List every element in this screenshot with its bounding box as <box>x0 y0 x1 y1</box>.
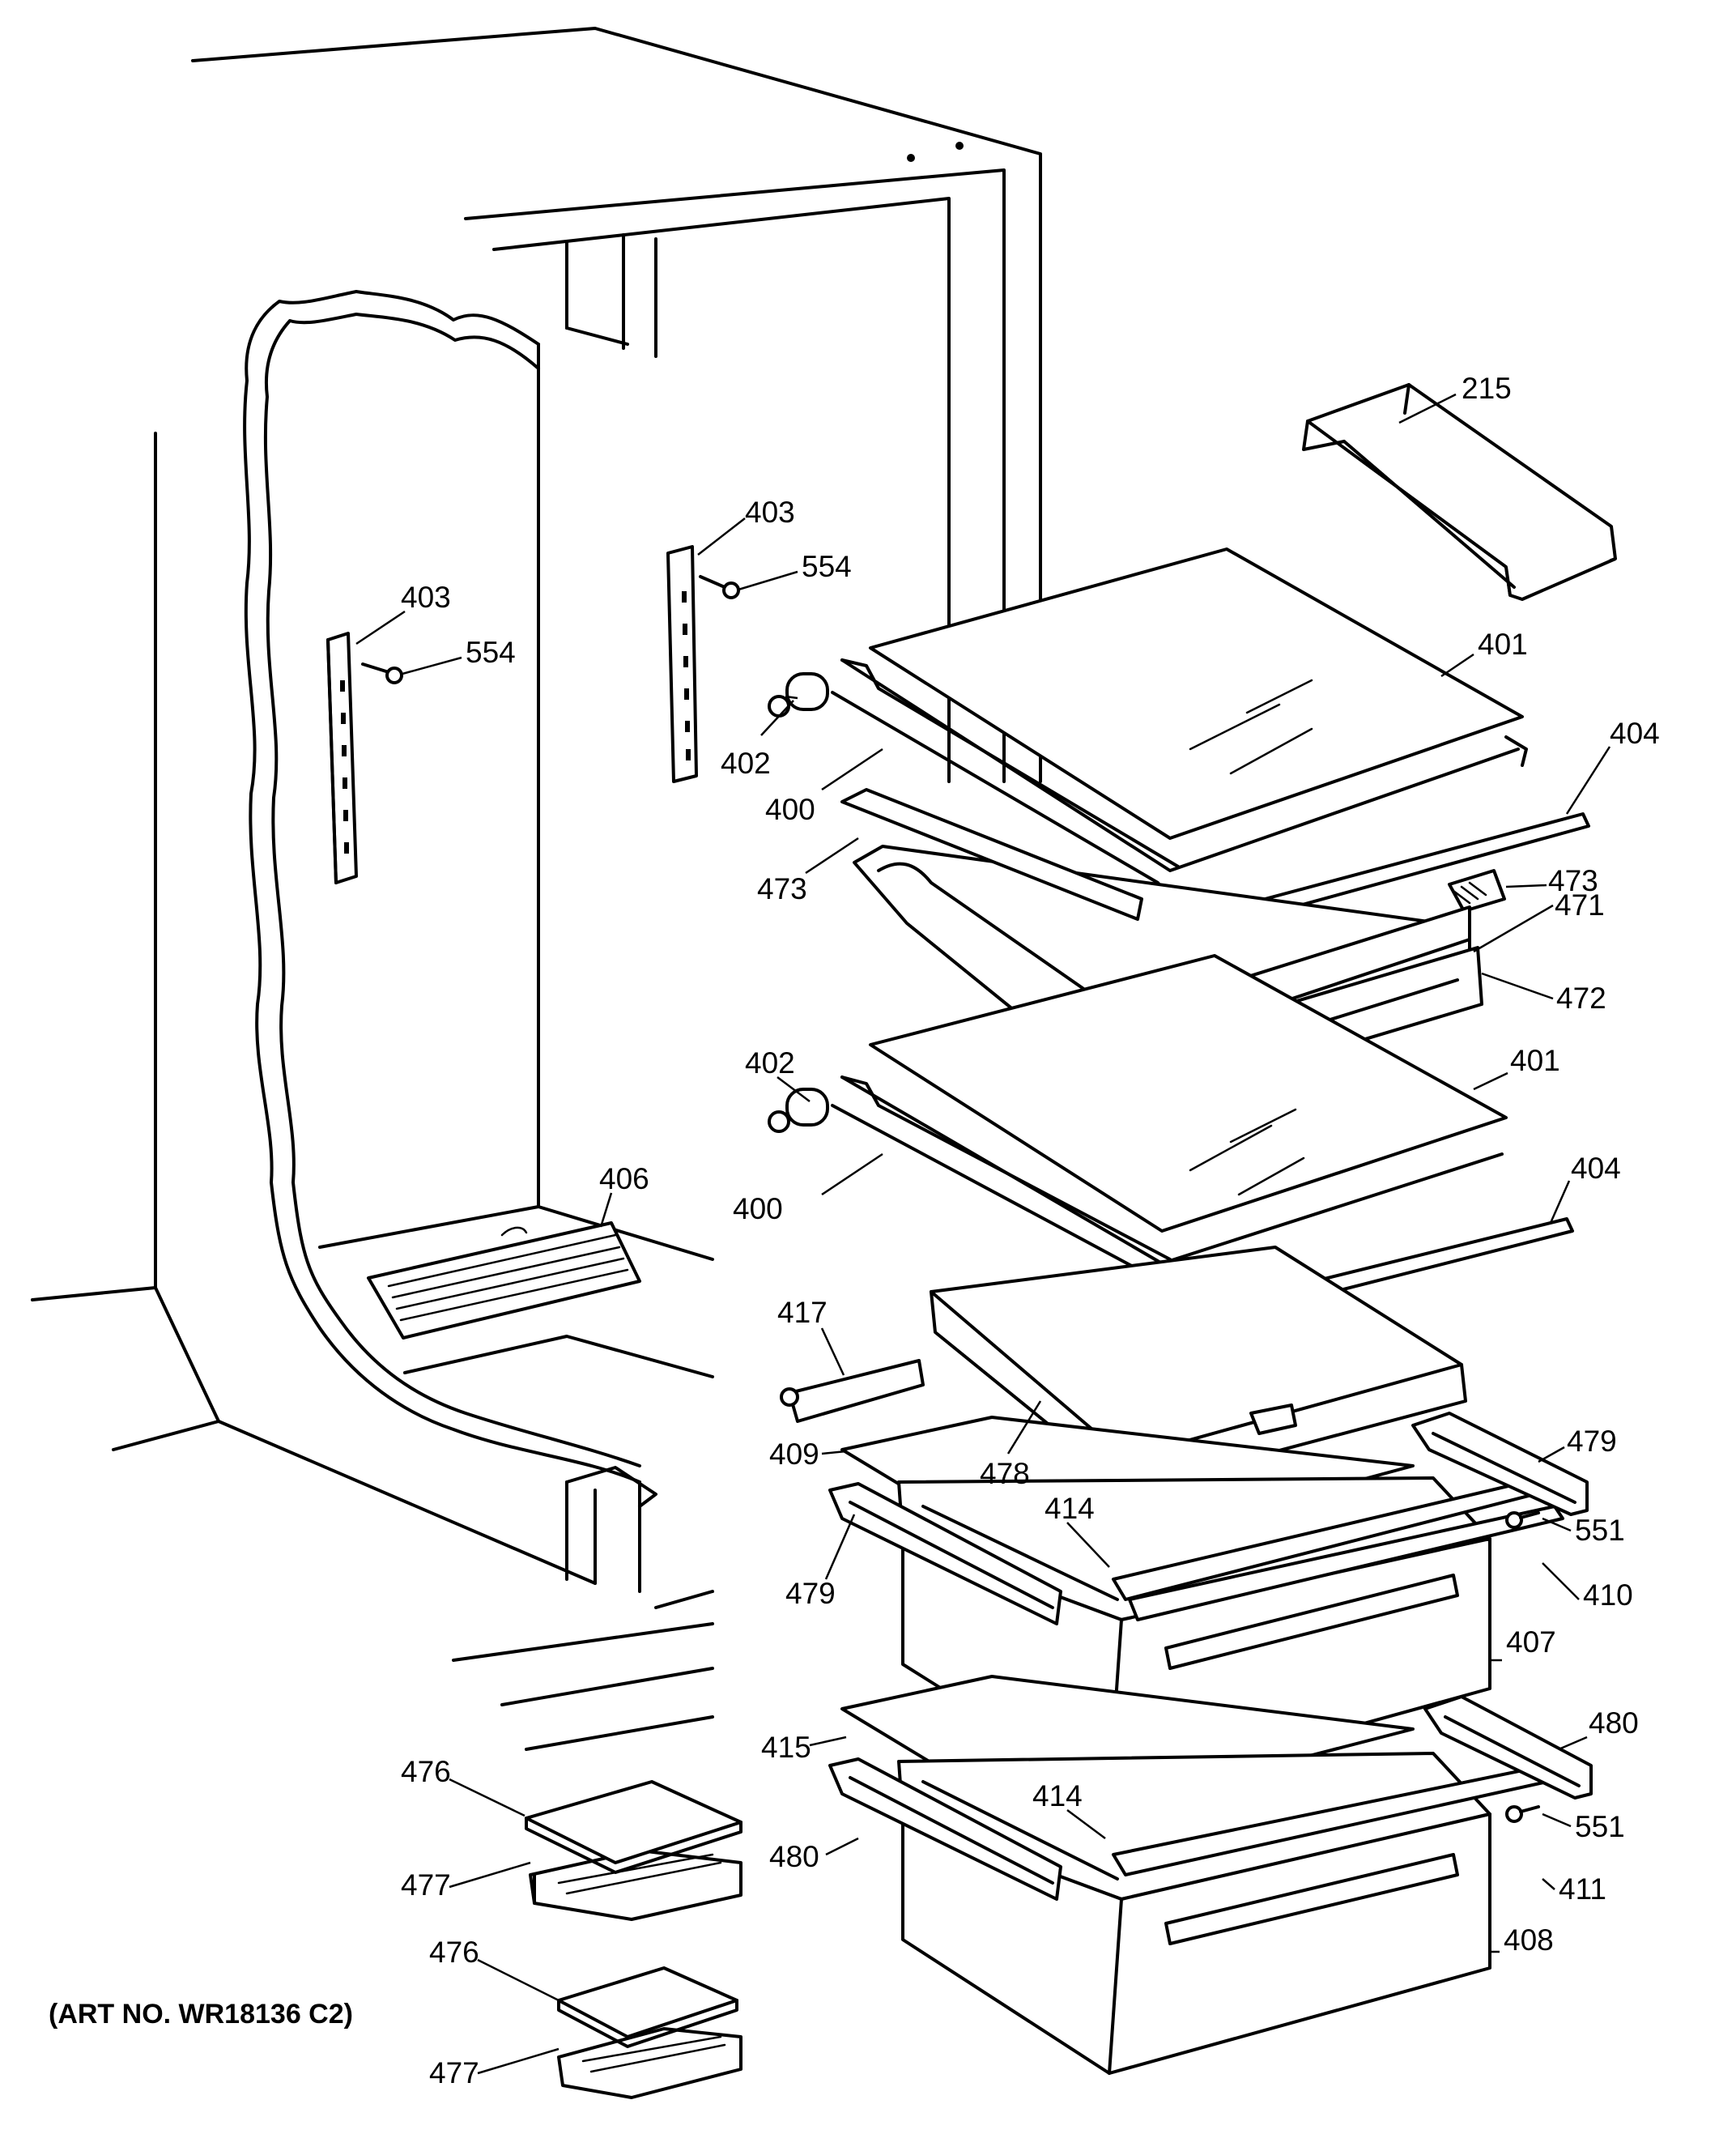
screw-554-right <box>699 575 740 599</box>
callout-403: 403 <box>401 581 451 614</box>
callout-479: 479 <box>1567 1425 1617 1458</box>
callout-411: 411 <box>1559 1872 1606 1906</box>
shelf-ladder-left <box>326 632 358 884</box>
callout-480: 480 <box>769 1840 819 1873</box>
clip-473-right <box>1448 869 1506 913</box>
callout-404: 404 <box>1610 717 1660 750</box>
bin-477-lower <box>557 2027 742 2099</box>
door-bin-215 <box>1302 383 1617 601</box>
callout-476: 476 <box>429 1936 479 1969</box>
leader-lines <box>355 393 1611 2075</box>
callout-554: 554 <box>802 550 852 583</box>
callout-402: 402 <box>721 747 771 780</box>
glide-480-left <box>828 1757 1062 1901</box>
screw-551-upper <box>1505 1511 1540 1529</box>
callout-400: 400 <box>765 793 815 826</box>
callout-478: 478 <box>980 1457 1030 1490</box>
bin-477-upper <box>529 1849 742 1921</box>
callout-417: 417 <box>777 1296 828 1329</box>
callout-401: 401 <box>1510 1044 1560 1077</box>
shelf-ladder-right <box>666 545 698 783</box>
callout-551: 551 <box>1575 1810 1625 1843</box>
callout-414: 414 <box>1032 1779 1083 1812</box>
callout-410: 410 <box>1583 1578 1633 1612</box>
callout-551: 551 <box>1575 1514 1625 1547</box>
callout-477: 477 <box>401 1868 451 1902</box>
air-grille-406 <box>367 1221 641 1340</box>
callout-414: 414 <box>1045 1492 1095 1525</box>
callout-404: 404 <box>1571 1152 1621 1185</box>
drawer-408 <box>897 1752 1556 2075</box>
glide-479-right <box>1411 1412 1589 1516</box>
callout-415: 415 <box>761 1731 811 1764</box>
callout-408: 408 <box>1504 1923 1554 1957</box>
glide-479-left <box>828 1482 1062 1625</box>
screw-551-lower <box>1505 1805 1540 1823</box>
callout-406: 406 <box>599 1162 649 1195</box>
callout-215: 215 <box>1462 372 1512 405</box>
rail-417 <box>780 1359 925 1423</box>
glass-shelf-lower-401 <box>869 954 1508 1233</box>
cabinet-outline <box>31 27 1042 1751</box>
callout-407: 407 <box>1506 1625 1556 1659</box>
cover-476-lower <box>557 1966 738 2048</box>
glass-shelf-upper-401 <box>869 547 1524 840</box>
glide-480-right <box>1423 1695 1593 1800</box>
callout-477: 477 <box>429 2056 479 2089</box>
callout-401: 401 <box>1478 628 1528 661</box>
callout-480: 480 <box>1589 1706 1639 1740</box>
callout-409: 409 <box>769 1438 819 1471</box>
callout-472: 472 <box>1556 982 1606 1015</box>
callout-473: 473 <box>757 872 807 905</box>
cutaway-edge <box>243 290 641 1484</box>
callout-479: 479 <box>785 1577 836 1610</box>
screw-554-left <box>361 662 403 684</box>
callout-402: 402 <box>745 1046 795 1080</box>
callout-471: 471 <box>1555 888 1605 922</box>
callout-labels: 215 403 554 403 554 401 402 400 404 473 … <box>49 372 1660 2089</box>
callout-473: 473 <box>1548 864 1598 897</box>
callout-400: 400 <box>733 1192 783 1225</box>
callout-554: 554 <box>466 636 516 669</box>
callout-476: 476 <box>401 1755 451 1788</box>
art-number: (ART NO. WR18136 C2) <box>49 1999 353 2030</box>
callout-403: 403 <box>745 496 795 529</box>
cover-476-upper <box>525 1780 742 1874</box>
